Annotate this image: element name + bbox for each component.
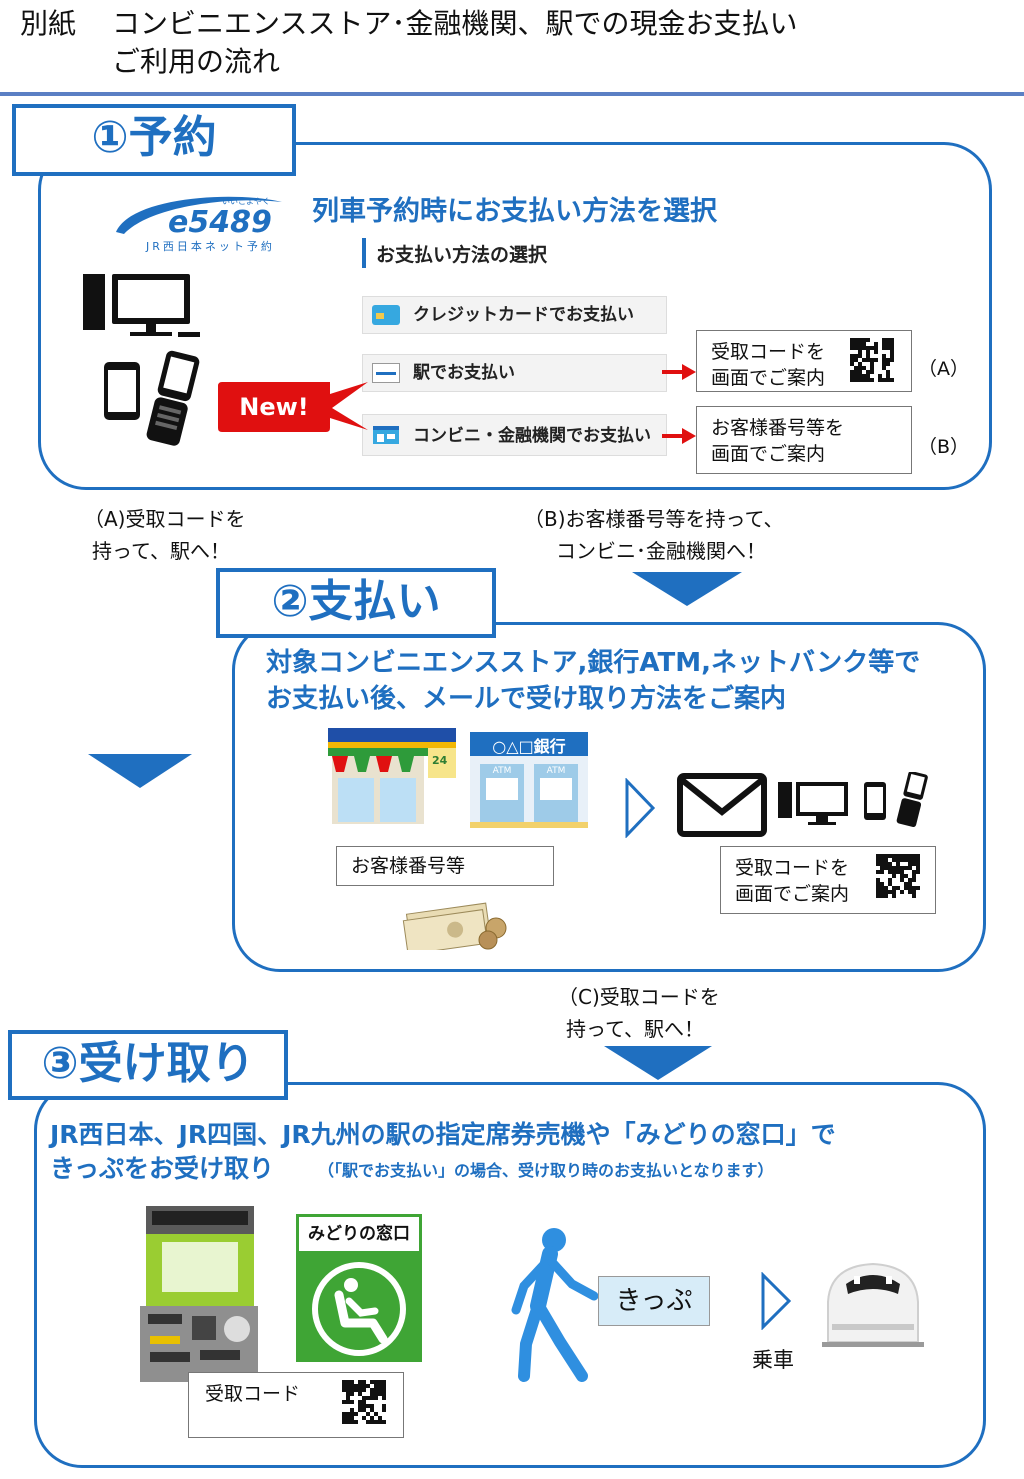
result-b-tag: （B）	[918, 436, 970, 458]
logo-ruby: いいこよやく	[222, 197, 270, 206]
payment-method-heading: お支払い方法の選択	[376, 244, 548, 266]
step3-headline2: きっぷをお受け取り	[50, 1154, 275, 1183]
doc-label: 別紙	[20, 7, 77, 40]
flow-a-line1: （A)受取コードを	[84, 507, 246, 531]
logo-sub: JR西日本ネット予約	[145, 239, 275, 253]
station-icon	[372, 363, 400, 383]
atm-label-1: ATM	[492, 766, 512, 776]
walking-person-icon	[510, 1226, 600, 1386]
red-arrow-b	[662, 428, 696, 444]
option-credit-card[interactable]: クレジットカードでお支払い	[362, 296, 667, 334]
board-label: 乗車	[752, 1348, 794, 1372]
midori-label: みどりの窓口	[299, 1217, 419, 1251]
convenience-store-icon: 24	[328, 728, 456, 824]
bank-sign: ○△□銀行	[492, 737, 566, 756]
devices-icon	[778, 771, 928, 828]
ticket-machine-icon	[140, 1206, 258, 1382]
step3-tab: ③受け取り	[8, 1030, 288, 1100]
ticket-box: きっぷ	[598, 1276, 710, 1326]
step2-headline2: お支払い後、メールで受け取り方法をご案内	[266, 684, 787, 714]
doc-title-line1: コンビニエンスストア･金融機関、駅での現金お支払い	[112, 7, 798, 40]
outline-arrow-step3	[760, 1271, 792, 1331]
new-badge: New!	[212, 378, 370, 436]
down-arrow-b	[632, 572, 742, 606]
result-b-box: お客様番号等を 画面でご案内	[696, 406, 912, 474]
qr-code-icon-receipt	[342, 1380, 386, 1428]
qr-code-icon-a	[850, 338, 894, 386]
bank-atm-icon: ○△□銀行 ATM ATM	[470, 732, 588, 828]
red-arrow-a	[662, 364, 696, 380]
flow-b-line1: （B)お客様番号等を持って、	[524, 507, 784, 531]
step3-headline1: JR西日本、JR四国、JR九州の駅の指定席券売機や「みどりの窓口」で	[50, 1120, 836, 1149]
option-station[interactable]: 駅でお支払い	[362, 354, 667, 392]
step2-headline1: 対象コンビニエンスストア,銀行ATM,ネットバンク等で	[266, 648, 921, 678]
step2-tab: ②支払い	[216, 568, 496, 638]
shinkansen-icon	[818, 1262, 928, 1348]
midori-sign: みどりの窓口	[296, 1214, 422, 1362]
flow-a-line2: 持って、駅へ！	[92, 539, 230, 563]
store-24-label: 24	[432, 754, 448, 767]
step1-tab: ①予約	[12, 104, 296, 176]
desktop-pc-icon	[80, 270, 210, 340]
store-icon	[372, 425, 400, 445]
qr-code-icon-mail	[876, 854, 920, 902]
seat-icon	[311, 1261, 407, 1357]
customer-number-box: お客様番号等	[336, 846, 554, 886]
flow-b-line2: コンビニ･金融機関へ！	[556, 539, 766, 563]
down-arrow-c	[604, 1046, 712, 1080]
flow-c-line2: 持って、駅へ！	[566, 1017, 704, 1041]
new-badge-text: New!	[239, 393, 309, 421]
option-convenience-bank[interactable]: コンビニ・金融機関でお支払い	[362, 414, 667, 456]
e5489-logo: e5489 いいこよやく JR西日本ネット予約	[110, 188, 286, 254]
cash-icon	[402, 892, 516, 955]
mobile-phones-icon	[102, 350, 202, 446]
step3-note: （「駅でお支払い」の場合、受け取り時のお支払いとなります）	[318, 1161, 774, 1180]
credit-card-icon	[372, 305, 400, 325]
logo-text: e5489	[168, 205, 272, 240]
outline-arrow-step2	[624, 777, 656, 839]
header-rule	[0, 92, 1024, 96]
mail-icon	[676, 772, 768, 838]
result-a-tag: （A）	[918, 358, 969, 380]
step1-headline: 列車予約時にお支払い方法を選択	[312, 196, 717, 227]
doc-title-line2: ご利用の流れ	[112, 45, 281, 78]
atm-label-2: ATM	[546, 766, 566, 776]
down-arrow-a	[88, 754, 192, 788]
flow-c-line1: （C)受取コードを	[558, 985, 720, 1009]
